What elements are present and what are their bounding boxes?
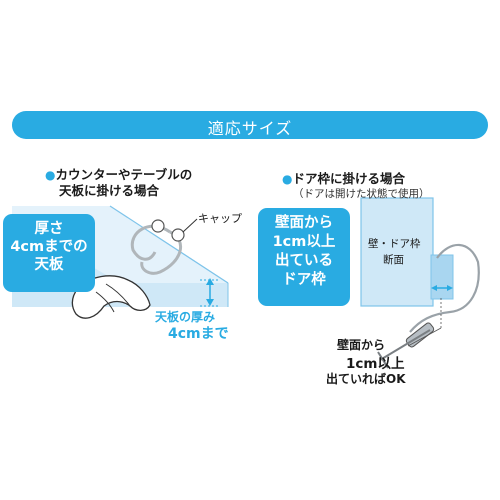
door-frame-box-line2: 1cm以上: [272, 234, 336, 250]
bullet-icon: ●: [45, 168, 56, 182]
door-frame-box-line4: ドア枠: [282, 272, 326, 288]
right-heading-text: ドア枠に掛ける場合: [292, 171, 405, 186]
cap-dot-1: [151, 219, 165, 233]
thickness-box: 厚さ 4cmまでの 天板: [3, 214, 95, 292]
ok-label-line1: 壁面から: [337, 338, 386, 352]
left-heading: ●カウンターやテーブルの: [45, 166, 192, 184]
banner-title: 適応サイズ: [207, 119, 293, 138]
thickness-box-line1: 厚さ: [34, 221, 64, 237]
door-frame-box: 壁面から 1cm以上 出ている ドア枠: [258, 208, 350, 306]
door-frame-illustration: [360, 197, 480, 369]
door-frame-box-line1: 壁面から: [275, 215, 333, 231]
door-frame-box-line3: 出ている: [275, 253, 333, 269]
cap-dot-2: [171, 228, 185, 242]
cap-label: キャップ: [198, 212, 242, 225]
thickness-label-line1: 天板の厚み: [155, 310, 216, 324]
thickness-box-line3: 天板: [34, 257, 64, 273]
section-label-line2: 断面: [383, 254, 404, 266]
bullet-icon: ●: [282, 172, 293, 186]
thickness-box-line2: 4cmまでの: [10, 239, 88, 255]
door-frame-protrusion: [430, 254, 454, 300]
size-banner: 適応サイズ: [12, 111, 488, 139]
ok-label-line3: 出ていればOK: [326, 372, 406, 386]
right-note: （ドアは開けた状態で使用）: [293, 188, 430, 200]
section-label-line1: 壁・ドア枠: [368, 238, 421, 250]
wall-section: [360, 197, 434, 307]
thickness-label-line2: 4cmまで: [168, 326, 229, 342]
left-heading-line2: 天板に掛ける場合: [59, 183, 160, 198]
right-heading: ●ドア枠に掛ける場合: [282, 170, 405, 188]
ok-label-line2: 1cm以上: [346, 356, 405, 372]
left-heading-line1: カウンターやテーブルの: [55, 167, 193, 182]
